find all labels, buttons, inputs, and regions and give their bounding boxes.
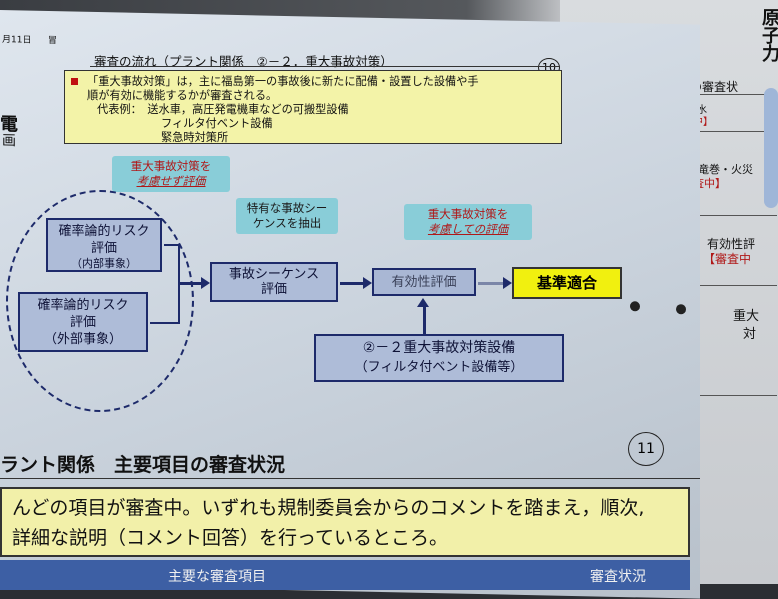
- pen: [764, 88, 778, 208]
- table-header-cell: 審査状況: [590, 569, 646, 585]
- summary-banner: んどの項目が審査中。いずれも規制委員会からのコメントを踏まえ，順次, 詳細な説明…: [0, 487, 690, 557]
- callout-line: 重大事故対策を: [130, 159, 212, 173]
- callout-line: 特有な事故シー: [246, 201, 328, 215]
- callout-extract-sequence: 特有な事故シー ケンスを抽出: [236, 198, 338, 234]
- page-mark: 冒: [48, 36, 58, 47]
- result-conformity-box: 基準適合: [512, 267, 622, 299]
- box-line: 評価: [90, 241, 117, 256]
- box-line: 確率論的リスク: [37, 298, 129, 313]
- banner-line: んどの項目が審査中。いずれも規制委員会からのコメントを踏まえ，順次,: [12, 497, 645, 519]
- box-line: （フィルタ付ベント設備等）: [354, 360, 524, 375]
- right-row-name: 有効性評: [707, 237, 756, 251]
- punch-hole: [676, 304, 686, 315]
- arrow-to-sequence: [178, 277, 210, 289]
- callout-line: ケンスを抽出: [252, 216, 322, 230]
- risk-group-ellipse: [6, 190, 194, 412]
- punch-hole: [630, 301, 640, 312]
- box-line: ②－２重大事故対策設備: [362, 340, 516, 356]
- sequence-eval-box: 事故シーケンス 評価: [210, 262, 338, 302]
- note-line: 順が有効に機能するかが審査される。: [87, 89, 278, 102]
- right-row-status: 【審査中: [703, 252, 752, 266]
- callout-with-measures: 重大事故対策を 考慮しての評価: [404, 204, 532, 240]
- title-rule: [0, 478, 700, 479]
- callout-without-measures: 重大事故対策を 考慮せず評価: [112, 156, 230, 192]
- box-line: 評価: [69, 315, 96, 330]
- slide11-page-number: 11: [628, 432, 664, 466]
- note-line: 「重大事故対策」は，主に福島第一の事故後に新たに配備・設置した設備や手: [87, 75, 479, 88]
- risk-eval-external-box: 確率論的リスク 評価 （外部事象）: [18, 292, 148, 352]
- risk-eval-internal-box: 確率論的リスク 評価 （内部事象）: [46, 218, 162, 272]
- note-line: 緊急時対策所: [161, 131, 229, 144]
- box-line: 評価: [260, 282, 287, 297]
- banner-line: 詳細な説明（コメント回答）を行っているところ。: [12, 527, 449, 549]
- arrow-to-effectiveness: [340, 277, 372, 289]
- bullet-icon: [71, 78, 78, 85]
- summary-note-box: 「重大事故対策」は，主に福島第一の事故後に新たに配備・設置した設備や手 順が有効…: [64, 70, 562, 144]
- box-line: 事故シーケンス: [228, 267, 320, 282]
- connector: [164, 244, 178, 246]
- callout-line: 考慮せず評価: [136, 174, 206, 188]
- book-spine-text: 原子力: [759, 8, 778, 62]
- table-header-row: 主要な審査項目 審査状況: [0, 560, 690, 590]
- effectiveness-eval-box: 有効性評価: [372, 268, 476, 296]
- box-line: （内部事象）: [71, 257, 137, 270]
- callout-line: 重大事故対策を: [427, 207, 509, 221]
- right-row-name: 重大: [733, 309, 760, 324]
- equipment-box: ②－２重大事故対策設備 （フィルタ付ベント設備等）: [314, 334, 564, 382]
- arrow-up-head: [417, 298, 429, 307]
- table-header-cell: 主要な審査項目: [168, 569, 266, 585]
- page-date: 月11日: [2, 35, 32, 46]
- box-line: （外部事象）: [43, 332, 122, 347]
- slide10-title: 審査の流れ（プラント関係 ②－２．重大事故対策）: [94, 54, 393, 69]
- note-line: フィルタ付ベント設備: [161, 117, 273, 130]
- left-edge-fragment: 画: [2, 133, 16, 150]
- note-line: 代表例： 送水車，高圧発電機車などの可搬型設備: [97, 103, 349, 116]
- right-row-status: 対: [743, 327, 757, 342]
- callout-line: 考慮しての評価: [427, 222, 509, 236]
- title-rule: [90, 66, 560, 67]
- arrow-up-shaft: [423, 306, 426, 334]
- arrow-to-result: [478, 277, 512, 289]
- slide11-title: ラント関係 主要項目の審査状況: [0, 454, 286, 476]
- connector: [150, 322, 178, 324]
- box-line: 確率論的リスク: [58, 224, 150, 239]
